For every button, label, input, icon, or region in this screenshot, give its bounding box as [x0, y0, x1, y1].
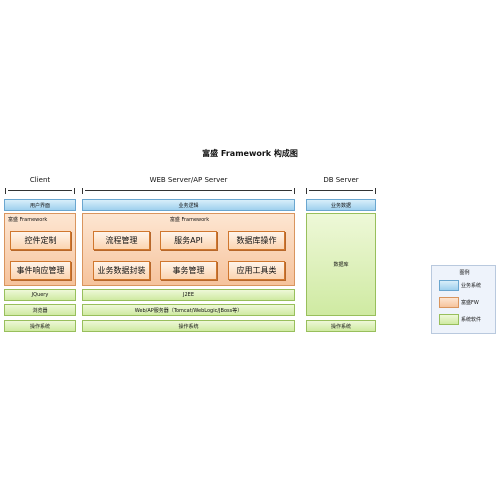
db-database-layer: 数据库 — [306, 213, 376, 316]
legend-label-system-software: 系统软件 — [461, 317, 482, 323]
web-module-data-encapsulation: 业务数据封装 — [93, 261, 150, 280]
client-bracket — [5, 188, 75, 194]
legend: 图例 业务系统 富盛FW 系统软件 — [431, 265, 496, 334]
legend-title: 图例 — [459, 270, 470, 276]
legend-label-framework: 富盛FW — [461, 300, 479, 306]
web-module-transaction-mgmt: 事务管理 — [160, 261, 217, 280]
client-user-interface-layer: 用户界面 — [4, 199, 76, 211]
legend-swatch-framework — [439, 297, 459, 308]
client-browser-layer: 浏览器 — [4, 304, 76, 316]
web-business-logic-layer: 业务逻辑 — [82, 199, 295, 211]
web-module-app-utils: 应用工具类 — [228, 261, 285, 280]
web-framework-layer: 富盛 Framework 流程管理 服务API 数据库操作 业务数据封装 事务管… — [82, 213, 295, 286]
web-module-process-mgmt: 流程管理 — [93, 231, 150, 250]
db-business-data-layer: 业务数据 — [306, 199, 376, 211]
column-header-client: Client — [29, 176, 51, 184]
client-jquery-layer: JQuery — [4, 289, 76, 301]
db-os-layer: 操作系统 — [306, 320, 376, 332]
client-os-layer: 操作系统 — [4, 320, 76, 332]
web-j2ee-layer: J2EE — [82, 289, 295, 301]
web-app-server-layer: Web/AP服务器（Tomcat/WebLogic/JBoss等） — [82, 304, 295, 316]
client-module-event-response: 事件响应管理 — [10, 261, 71, 280]
db-bracket — [306, 188, 376, 194]
web-bracket — [82, 188, 295, 194]
client-framework-layer: 富盛 Framework 控件定制 事件响应管理 — [4, 213, 76, 286]
web-module-service-api: 服务API — [160, 231, 217, 250]
column-header-db: DB Server — [323, 176, 359, 184]
diagram-title: 富盛 Framework 构成图 — [202, 149, 298, 158]
web-os-layer: 操作系统 — [82, 320, 295, 332]
web-module-db-operation: 数据库操作 — [228, 231, 285, 250]
client-module-control-custom: 控件定制 — [10, 231, 71, 250]
legend-label-business-system: 业务系统 — [461, 283, 482, 289]
web-framework-label: 富盛 Framework — [169, 217, 210, 223]
legend-swatch-system-software — [439, 314, 459, 325]
client-framework-label: 富盛 Framework — [8, 217, 48, 223]
column-header-web: WEB Server/AP Server — [149, 176, 228, 184]
legend-swatch-business-system — [439, 280, 459, 291]
